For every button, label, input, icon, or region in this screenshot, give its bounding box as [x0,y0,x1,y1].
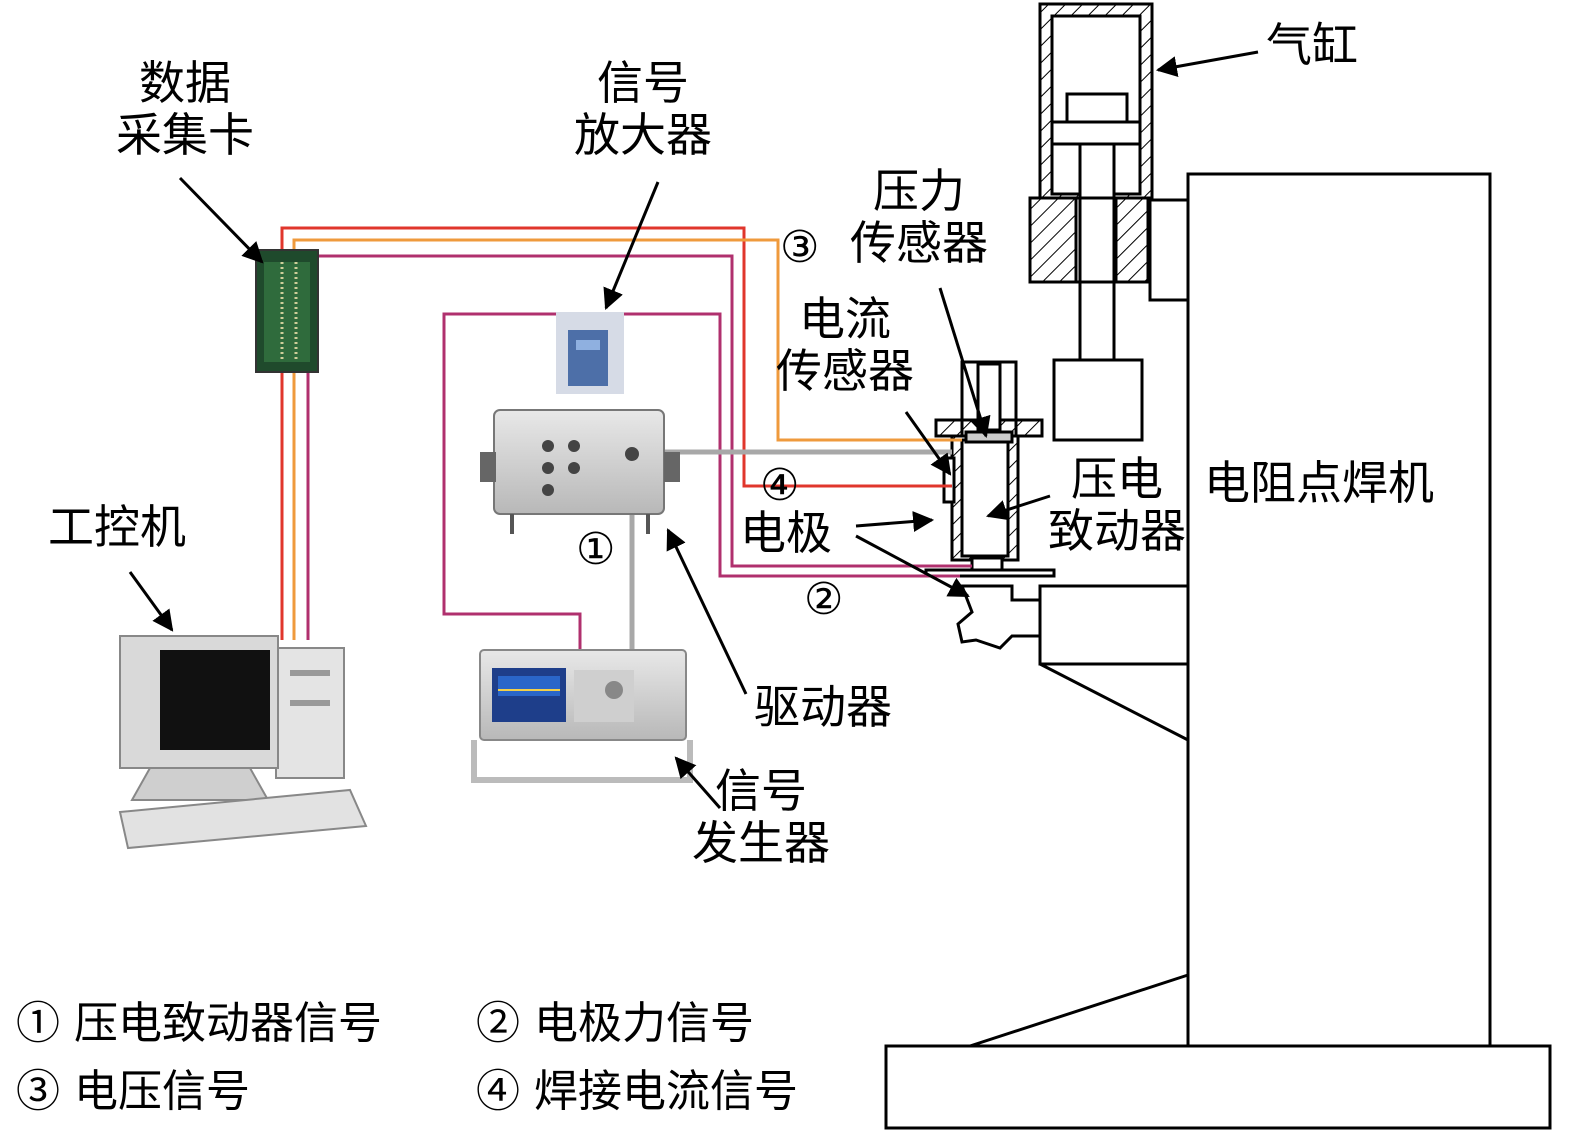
cylinder [1028,2,1154,442]
label-electrode: 电极 [740,506,832,560]
electrode-assembly [924,360,1056,650]
label-amp-line2: 放大器 [574,107,712,162]
legend-item-2: ② 电极力信号 [476,998,754,1049]
label-welder: 电阻点焊机 [1204,456,1434,510]
label-force-line1: 压力 [873,164,965,218]
daq-card [255,249,319,373]
label-amplifier: 信号 放大器 [574,56,712,162]
label-daq-line2: 采集卡 [116,107,254,162]
driver [480,409,680,534]
label-daq: 数据 采集卡 [116,56,254,162]
label-ipc: 工控机 [48,500,186,554]
label-siggen-line2: 发生器 [692,815,830,870]
legend-item-1: ① 压电致动器信号 [16,998,382,1049]
industrial-pc [118,635,368,850]
signal-amplifier [556,312,624,394]
signal-generator [471,649,693,783]
label-piezo-actuator: 压电 致动器 [1048,452,1186,558]
marker-3: ③ [780,222,820,273]
welder-frame [884,172,1552,1130]
label-daq-line1: 数据 [139,56,231,110]
label-cylinder: 气缸 [1266,18,1358,72]
label-piezo-line1: 压电 [1071,452,1163,506]
marker-4: ④ [760,460,800,511]
label-driver: 驱动器 [754,680,892,734]
marker-2: ② [804,574,844,625]
legend-item-4: ④ 焊接电流信号 [476,1066,798,1117]
label-force-line2: 传感器 [850,215,988,270]
label-signal-generator: 信号 发生器 [692,764,830,870]
legend-item-3: ③ 电压信号 [16,1066,250,1117]
label-siggen-line1: 信号 [715,764,807,818]
label-force-sensor: 压力 传感器 [850,164,988,270]
label-current-line1: 电流 [799,292,891,346]
marker-1: ① [576,524,616,575]
label-piezo-line2: 致动器 [1048,503,1186,558]
label-current-line2: 传感器 [776,343,914,398]
label-current-sensor: 电流 传感器 [776,292,914,398]
pointer-arrows [128,50,1259,809]
label-amp-line1: 信号 [597,56,689,110]
